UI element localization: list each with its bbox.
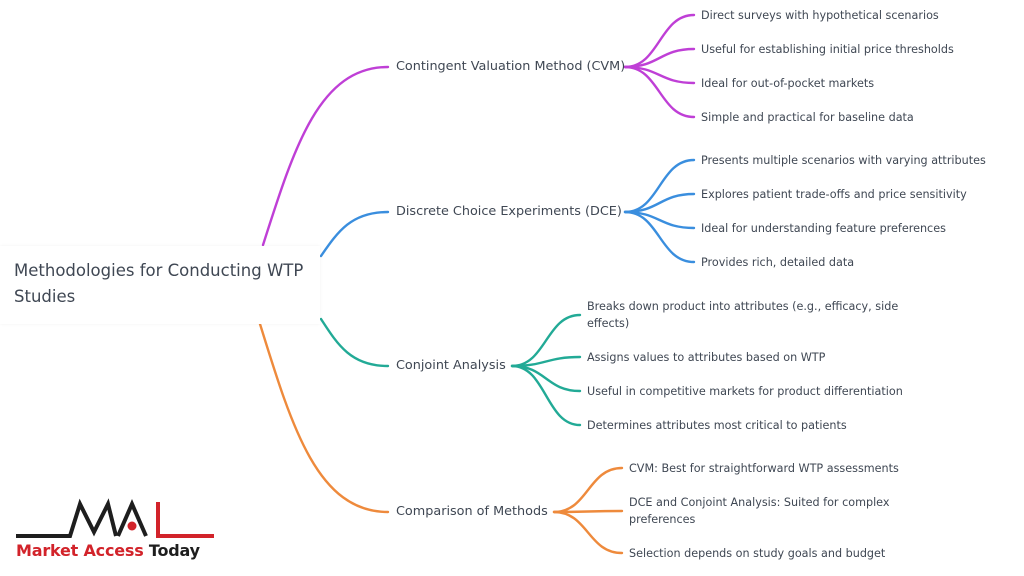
leaf-conjoint-3[interactable]: Useful in competitive markets for produc… <box>587 385 903 398</box>
leaf-comparison-1[interactable]: CVM: Best for straightforward WTP assess… <box>629 462 899 475</box>
leaf-cvm-1[interactable]: Direct surveys with hypothetical scenari… <box>701 9 939 22</box>
link-root-comparison <box>258 322 390 514</box>
link-comparison-leaf-1 <box>552 466 624 514</box>
link-comparison-leaf-3 <box>552 510 624 555</box>
leaf-cvm-4[interactable]: Simple and practical for baseline data <box>701 111 914 124</box>
leaf-comparison-2[interactable]: DCE and Conjoint Analysis: Suited for co… <box>629 496 890 526</box>
logo-text-today: Today <box>148 541 200 560</box>
leaf-conjoint-2[interactable]: Assigns values to attributes based on WT… <box>587 351 826 364</box>
logo-wordmark: Market Access Today <box>16 541 200 560</box>
link-conjoint-leaf-1 <box>510 313 582 368</box>
link-root-dce <box>319 210 390 258</box>
branch-dce[interactable]: Discrete Choice Experiments (DCE) <box>396 204 622 219</box>
root-title: Methodologies for Conducting WTP Studies <box>14 261 304 306</box>
branch-comparison-of-methods[interactable]: Comparison of Methods <box>396 504 548 519</box>
link-comparison-leaf-2 <box>552 509 624 514</box>
link-dce-leaf-4 <box>623 210 696 264</box>
link-root-cvm <box>261 65 390 247</box>
link-root-conjoint <box>319 317 390 368</box>
leaf-cvm-3[interactable]: Ideal for out-of-pocket markets <box>701 77 875 90</box>
leaf-dce-1[interactable]: Presents multiple scenarios with varying… <box>701 154 986 167</box>
branch-cvm[interactable]: Contingent Valuation Method (CVM) <box>396 59 626 74</box>
leaf-dce-2[interactable]: Explores patient trade-offs and price se… <box>701 188 967 201</box>
leaf-comparison-3[interactable]: Selection depends on study goals and bud… <box>629 547 886 560</box>
link-conjoint-leaf-3 <box>510 364 582 393</box>
branch-conjoint-analysis[interactable]: Conjoint Analysis <box>396 358 506 373</box>
root-node[interactable] <box>0 246 320 324</box>
leaf-cvm-2[interactable]: Useful for establishing initial price th… <box>701 43 954 56</box>
mal-logo-mark-icon <box>16 498 214 538</box>
link-conjoint-leaf-2 <box>510 355 582 368</box>
logo-text-market-access: Market Access <box>16 541 144 560</box>
leaf-conjoint-1[interactable]: Breaks down product into attributes (e.g… <box>587 300 899 330</box>
leaf-dce-3[interactable]: Ideal for understanding feature preferen… <box>701 222 946 235</box>
link-cvm-leaf-4 <box>623 65 696 119</box>
leaf-dce-4[interactable]: Provides rich, detailed data <box>701 256 855 269</box>
leaf-conjoint-4[interactable]: Determines attributes most critical to p… <box>587 419 847 432</box>
link-conjoint-leaf-4 <box>510 364 582 427</box>
market-access-today-logo <box>16 498 214 538</box>
